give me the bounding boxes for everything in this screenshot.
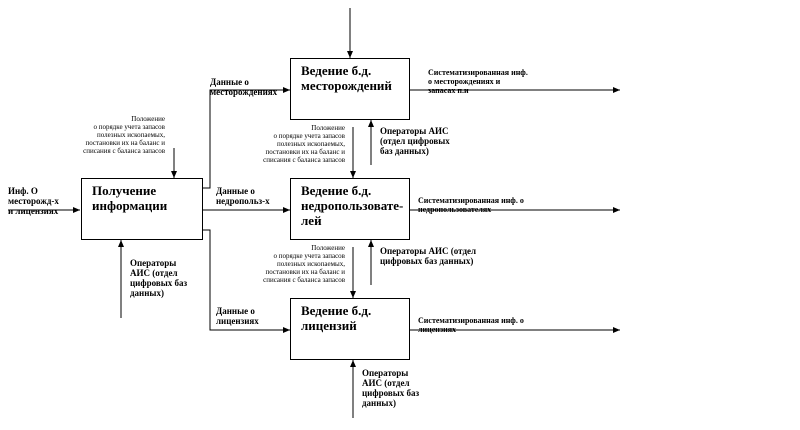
subsoil-db-title: Ведение б.д. недропользовате- лей bbox=[301, 183, 404, 228]
deposits-db-title: Ведение б.д. месторождений bbox=[301, 63, 392, 93]
deposits-db-box: Ведение б.д. месторождений bbox=[290, 58, 410, 120]
licenses-db-title: Ведение б.д. лицензий bbox=[301, 303, 372, 333]
main-input-label: Инф. О месторожд-х и лицензиях bbox=[8, 186, 59, 216]
deposits-data-arrow bbox=[203, 87, 290, 189]
license-data-arrow bbox=[203, 229, 290, 333]
regulation-subsoil-label: Положение о порядке учета запасов полезн… bbox=[263, 124, 345, 164]
licenses-mechanism-label: Операторы АИС (отдел цифровых баз данных… bbox=[362, 368, 420, 408]
subsoil-output-label: Систематизированная инф. о недропользова… bbox=[418, 196, 524, 214]
licenses-db-box: Ведение б.д. лицензий bbox=[290, 298, 410, 360]
receive-info-title: Получение информации bbox=[92, 183, 168, 213]
receive-info-box: Получение информации bbox=[81, 178, 203, 240]
deposits-data-label: Данные о месторождениях bbox=[210, 77, 278, 97]
deposits-mechanism-label: Операторы АИС (отдел цифровых баз данных… bbox=[380, 126, 450, 156]
licenses-output-label: Систематизированная инф. о лицензиях bbox=[418, 316, 524, 334]
subsoil-mechanism-label: Операторы АИС (отдел цифровых баз данных… bbox=[380, 246, 477, 266]
regulation-licenses-label: Положение о порядке учета запасов полезн… bbox=[263, 244, 345, 284]
regulation-receive-label: Положение о порядке учета запасов полезн… bbox=[83, 115, 165, 155]
deposits-output-label: Систематизированная инф. о месторождения… bbox=[428, 68, 528, 95]
license-data-label: Данные о лицензиях bbox=[216, 306, 259, 326]
receive-mechanism-label: Операторы АИС (отдел цифровых баз данных… bbox=[130, 258, 188, 298]
subsoil-data-label: Данные о недропольз-х bbox=[216, 186, 270, 206]
subsoil-db-box: Ведение б.д. недропользовате- лей bbox=[290, 178, 410, 240]
